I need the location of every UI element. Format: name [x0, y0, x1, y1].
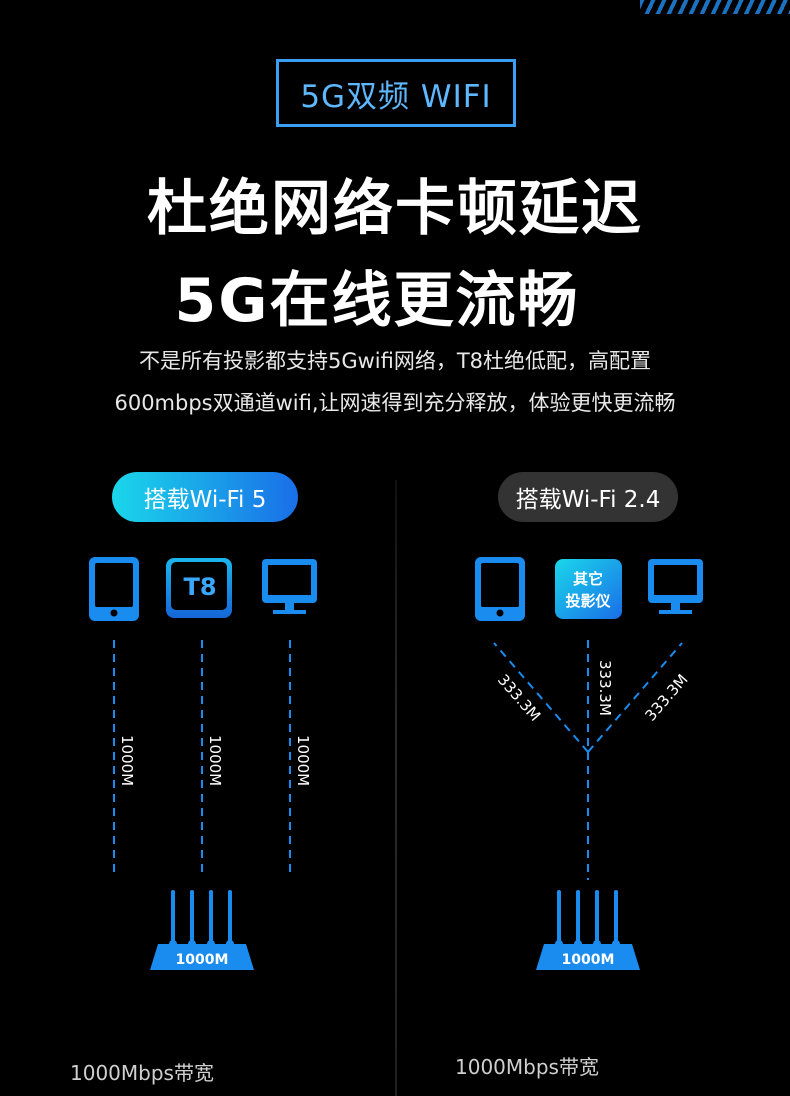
corner-decoration: [640, 0, 790, 14]
link-speed-right-3: 333.3M: [641, 671, 691, 725]
bandwidth-label-right: 1000Mbps带宽: [455, 1055, 599, 1079]
panel-divider: [395, 480, 397, 1096]
headline-line1: 杜绝网络卡顿延迟: [147, 174, 643, 244]
link-speed-2: 1000M: [206, 735, 224, 786]
bandwidth-label-left: 1000Mbps带宽: [70, 1061, 214, 1085]
monitor-icon-right: [648, 559, 703, 614]
headline-line2: 5G在线更流畅: [174, 266, 580, 336]
other-device-label-1: 其它: [573, 570, 603, 588]
wifi24-pill: 搭载Wi-Fi 2.4: [498, 472, 678, 522]
link-speed-1: 1000M: [118, 735, 136, 786]
router-icon-left: 1000M: [150, 890, 254, 970]
link-speed-3: 1000M: [294, 735, 312, 786]
t8-device-icon: T8: [166, 558, 232, 618]
wifi24-links: [493, 640, 683, 880]
t8-device-label: T8: [183, 573, 216, 601]
description-line1: 不是所有投影都支持5Gwifi网络，T8杜绝低配，高配置: [138, 349, 652, 373]
router-label-right: 1000M: [562, 952, 615, 968]
tablet-icon: [89, 557, 139, 621]
router-icon-right: 1000M: [536, 890, 640, 970]
wifi5-pill: 搭载Wi-Fi 5: [112, 472, 298, 522]
monitor-icon: [262, 559, 317, 614]
feature-badge: 5G双频 WIFI: [276, 59, 516, 127]
link-speed-right-2: 333.3M: [596, 660, 614, 716]
router-label-left: 1000M: [176, 952, 229, 968]
other-projector-icon: 其它 投影仪: [555, 559, 622, 619]
tablet-icon-right: [475, 557, 525, 621]
wifi5-links: [113, 640, 291, 875]
other-device-label-2: 投影仪: [565, 592, 611, 610]
link-speed-right-1: 333.3M: [494, 671, 544, 725]
description-line2: 600mbps双通道wifi,让网速得到充分释放，体验更快更流畅: [114, 391, 676, 415]
